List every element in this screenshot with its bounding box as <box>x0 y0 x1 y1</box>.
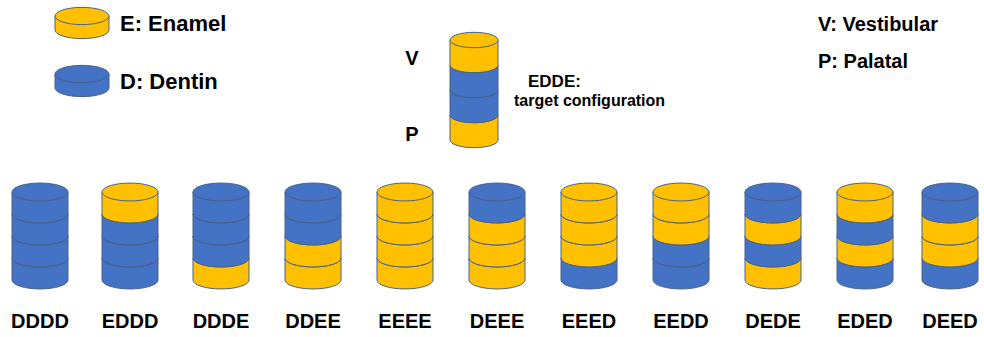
legend-text: D: Dentin <box>120 70 218 94</box>
layer-cylinder <box>561 183 617 289</box>
orientation-key: P: Palatal <box>818 50 908 72</box>
layer-cylinder <box>102 183 158 289</box>
configuration-label: EEED <box>562 310 616 332</box>
configuration-label: EDDD <box>102 310 159 332</box>
configuration-label: EEEE <box>378 310 431 332</box>
layer-cylinder <box>193 183 249 289</box>
layer-cylinder <box>469 183 525 289</box>
side-label: P <box>405 123 418 145</box>
configuration-label: EDED <box>837 310 893 332</box>
legend-swatch <box>55 65 109 96</box>
configuration-label: DEEE <box>470 310 524 332</box>
configuration-label: DEED <box>922 310 978 332</box>
layer-cylinder <box>653 183 709 289</box>
layer-cylinder <box>377 183 433 289</box>
layer-cylinder <box>745 183 801 289</box>
orientation-key: V: Vestibular <box>818 13 938 35</box>
target-cylinder <box>450 32 498 147</box>
configuration-label: DEDE <box>745 310 801 332</box>
configuration-label: DDEE <box>285 310 341 332</box>
configuration-label: DDDD <box>11 310 69 332</box>
configuration-label: EEDD <box>653 310 709 332</box>
layer-cylinder <box>837 183 893 289</box>
configuration-label: DDDE <box>193 310 250 332</box>
side-label: V <box>405 47 418 69</box>
target-label: target configuration <box>514 92 665 110</box>
legend-text: E: Enamel <box>120 12 226 36</box>
target-label: EDDE: <box>528 73 581 92</box>
legend-swatch <box>55 7 109 38</box>
layer-cylinder <box>12 183 68 289</box>
layer-cylinder <box>922 183 978 289</box>
layer-cylinder <box>285 183 341 289</box>
